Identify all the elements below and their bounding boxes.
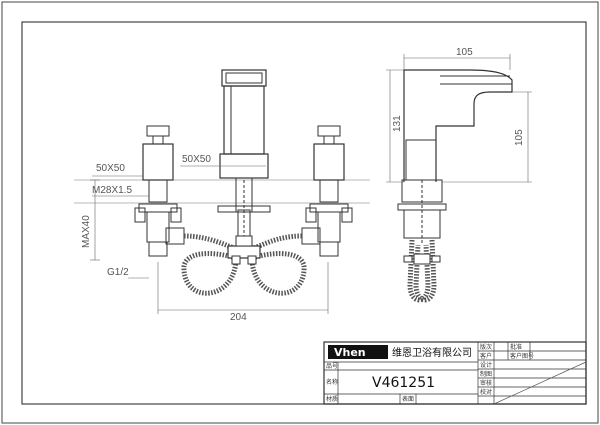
dim-spout-width: 50X50 [96, 163, 125, 174]
front-dimension-lines [90, 165, 329, 314]
company-name: 维恩卫浴有限公司 [392, 346, 472, 359]
dim-thread: M28X1.5 [92, 185, 132, 196]
material-label: 材质 [326, 395, 338, 403]
label-version: 版次 [480, 343, 492, 351]
name-label: 名称 [326, 378, 338, 386]
dim-spout-height: 105 [514, 129, 525, 146]
side-view [397, 69, 513, 303]
center-spout [217, 69, 271, 251]
inner-border [21, 21, 587, 405]
label-design: 设计 [480, 361, 492, 369]
left-handle [134, 125, 185, 257]
right-handle [301, 125, 353, 257]
title-block [323, 341, 587, 405]
side-dimension-lines [386, 54, 532, 183]
dim-overall-width: 204 [230, 312, 247, 323]
label-drawing: 制图 [480, 370, 492, 378]
brand-logo: Vhen [334, 346, 366, 359]
label-customer: 客户 [480, 352, 492, 360]
label-approve: 批准 [510, 343, 522, 351]
dim-max-deck: MAX40 [81, 215, 92, 248]
dim-spout-reach: 105 [456, 47, 473, 58]
dim-handle-width: 50X50 [182, 154, 211, 165]
dim-inlet: G1/2 [107, 267, 129, 278]
side-spout-body [403, 69, 513, 182]
brand-logo-box [328, 345, 388, 359]
label-check: 校对 [480, 388, 492, 396]
front-view [74, 69, 370, 314]
dim-total-height: 131 [392, 115, 403, 132]
label-client-no: 客户图号 [510, 352, 534, 360]
model-label: 品号 [326, 363, 338, 370]
surface-label: 表面 [402, 395, 414, 403]
label-review: 审核 [480, 379, 492, 387]
model-number: V461251 [372, 375, 435, 391]
